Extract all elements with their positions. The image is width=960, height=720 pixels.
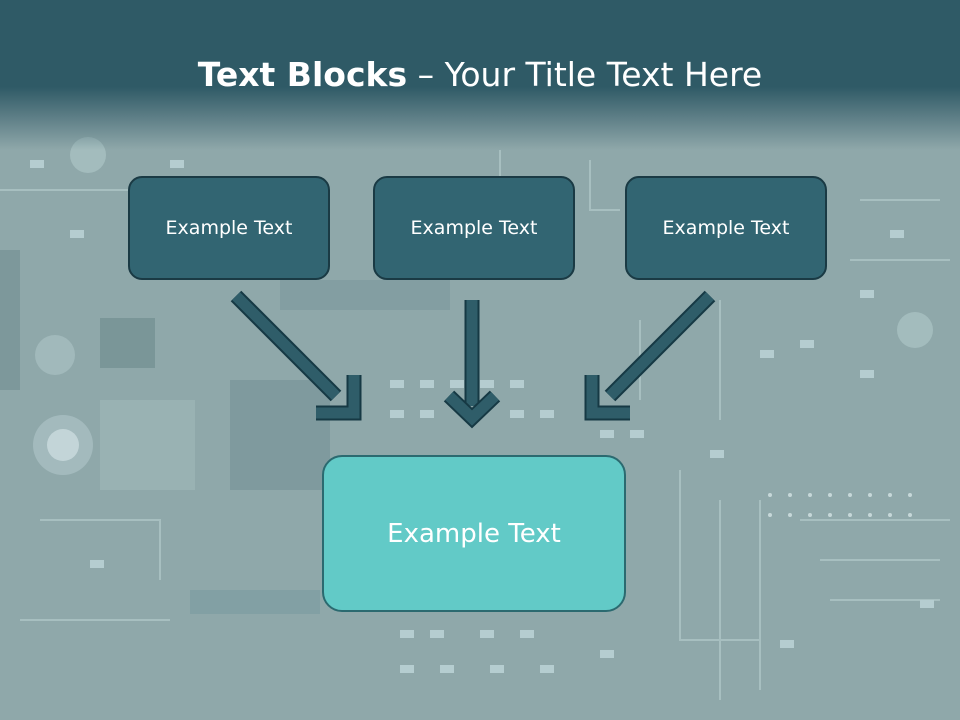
title-rest: Your Title Text Here [444, 55, 763, 94]
text-block-main[interactable]: Example Text [322, 455, 626, 612]
slide-title: Text Blocks – Your Title Text Here [0, 52, 960, 98]
arrow-center [443, 300, 501, 429]
title-bar [0, 0, 960, 150]
arrow-right [584, 290, 716, 421]
arrow-left [230, 290, 362, 421]
title-bold: Text Blocks [197, 55, 408, 94]
text-block-1[interactable]: Example Text [128, 176, 330, 280]
title-separator: – [407, 55, 445, 94]
text-block-3[interactable]: Example Text [625, 176, 827, 280]
text-block-2[interactable]: Example Text [373, 176, 575, 280]
